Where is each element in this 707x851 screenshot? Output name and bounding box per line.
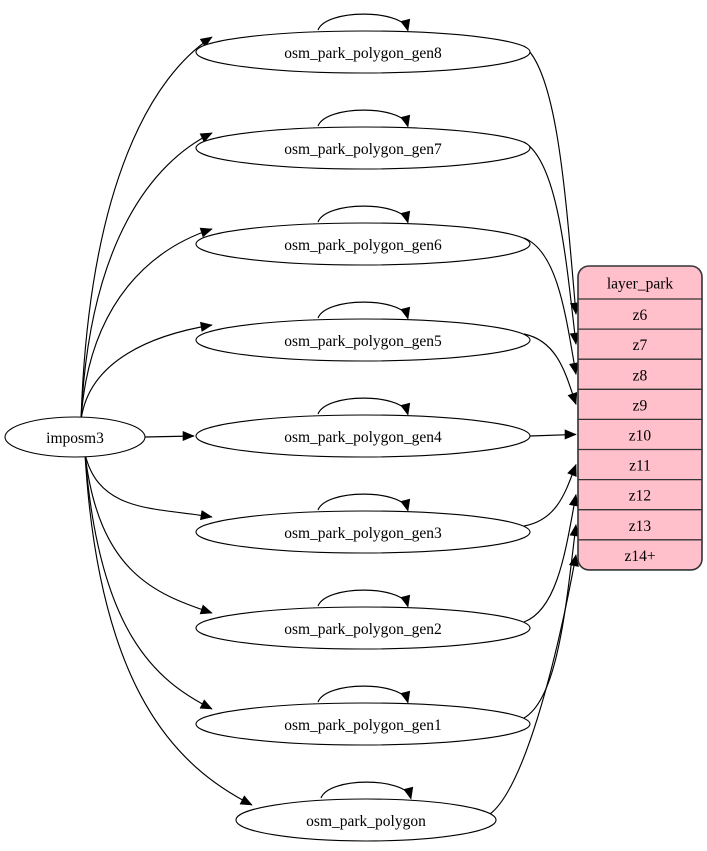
node-label-base: osm_park_polygon	[306, 813, 426, 830]
node-gen3[interactable]	[195, 510, 531, 554]
node-gen1[interactable]	[195, 702, 531, 746]
node-label-gen5: osm_park_polygon_gen5	[284, 333, 442, 350]
edges-layer	[80, 13, 581, 815]
node-base[interactable]	[235, 798, 497, 842]
edge-gen5-to-z9	[523, 333, 577, 405]
edge-gen8-to-z6	[523, 45, 577, 315]
edge-arrow-imposm3-gen6	[199, 227, 213, 238]
self-loop-gen5	[317, 301, 409, 319]
table-cell-z6[interactable]: z6	[633, 307, 648, 324]
edge-arrow-imposm3-gen5	[200, 321, 213, 332]
self-loop-gen3	[317, 493, 409, 511]
self-loop-gen6	[317, 205, 409, 223]
edge-arrow-gen2-z12	[568, 493, 579, 507]
edge-imposm3-to-gen1	[84, 453, 213, 710]
edge-arrow-imposm3-gen1	[199, 699, 213, 710]
layer-park-body	[577, 265, 703, 571]
node-label-gen6: osm_park_polygon_gen6	[284, 237, 442, 254]
table-cell-z11[interactable]: z11	[629, 458, 651, 475]
self-loop-gen2	[317, 589, 409, 607]
node-label-gen2: osm_park_polygon_gen2	[284, 621, 442, 638]
edge-imposm3-to-gen7	[80, 132, 213, 421]
table-cell-z12[interactable]: z12	[629, 488, 651, 505]
self-loop-base	[320, 781, 412, 799]
table-cell-z7[interactable]: z7	[633, 337, 648, 354]
edge-imposm3-to-base	[84, 453, 253, 806]
self-loop-arrow-gen5	[400, 306, 411, 320]
table-cell-z9[interactable]: z9	[633, 397, 648, 414]
node-label-gen8: osm_park_polygon_gen8	[284, 45, 442, 62]
edge-gen3-to-z11	[523, 464, 577, 527]
node-label-gen7: osm_park_polygon_gen7	[284, 141, 442, 158]
self-loop-gen4	[317, 397, 409, 415]
edge-arrow-gen4-z10	[564, 429, 577, 440]
table-cell-z10[interactable]: z10	[629, 427, 652, 444]
edge-imposm3-to-gen3	[84, 453, 213, 518]
node-gen2[interactable]	[195, 606, 531, 650]
table-cell-z13[interactable]: z13	[629, 518, 652, 535]
layer-park-header: layer_park	[607, 276, 674, 293]
node-label-gen3: osm_park_polygon_gen3	[284, 525, 442, 542]
node-imposm3[interactable]	[4, 416, 146, 458]
edge-imposm3-to-gen8	[80, 36, 213, 421]
edge-arrow-imposm3-gen4	[182, 430, 195, 442]
self-loop-arrow-gen8	[400, 18, 411, 32]
node-gen6[interactable]	[195, 222, 531, 266]
node-label-gen4: osm_park_polygon_gen4	[284, 429, 442, 446]
edge-arrow-imposm3-gen3	[200, 510, 213, 521]
edge-arrow-gen3-z11	[567, 463, 577, 477]
table-cell-z14plus[interactable]: z14+	[624, 548, 655, 565]
table-cell-z8[interactable]: z8	[633, 367, 648, 384]
layer-park-table: layer_park z6 z7 z8 z9 z10 z11 z12 z13 z14+	[577, 265, 703, 571]
node-label-imposm3: imposm3	[46, 430, 104, 447]
edge-gen1-to-z13	[523, 524, 577, 719]
node-gen5[interactable]	[195, 318, 531, 362]
edge-arrow-gen5-z9	[567, 392, 578, 406]
self-loop-arrow-gen3	[400, 498, 411, 512]
edge-imposm3-to-gen2	[84, 453, 213, 614]
edge-imposm3-to-gen6	[80, 228, 213, 421]
self-loop-arrow-gen6	[400, 210, 411, 224]
self-loop-gen7	[317, 109, 409, 127]
edge-arrow-imposm3-gen7	[199, 132, 213, 143]
edge-gen6-to-z8	[523, 237, 577, 375]
edge-arrow-imposm3-gen8	[199, 36, 213, 48]
self-loop-arrow-gen1	[400, 690, 411, 704]
edge-arrow-imposm3-base	[239, 795, 253, 806]
edge-gen7-to-z7	[523, 141, 577, 345]
node-gen8[interactable]	[195, 30, 531, 74]
self-loop-gen8	[317, 13, 409, 31]
edge-imposm3-to-gen5	[80, 324, 213, 421]
edge-arrow-imposm3-gen2	[199, 604, 213, 615]
self-loop-arrow-gen2	[400, 594, 411, 608]
node-gen4[interactable]	[195, 414, 531, 458]
self-loop-arrow-gen7	[400, 114, 411, 128]
edge-arrow-base-z14plus	[568, 554, 579, 567]
self-loop-gen1	[317, 685, 409, 703]
edge-gen2-to-z12	[523, 494, 577, 623]
nodes-layer: osm_park_polygon_gen8 osm_park_polygon_ge…	[4, 30, 531, 842]
self-loop-arrow-gen4	[400, 402, 411, 416]
edge-base-to-z14plus	[489, 554, 577, 815]
node-gen7[interactable]	[195, 126, 531, 170]
self-loop-arrow-base	[403, 786, 414, 800]
node-label-gen1: osm_park_polygon_gen1	[284, 717, 442, 734]
